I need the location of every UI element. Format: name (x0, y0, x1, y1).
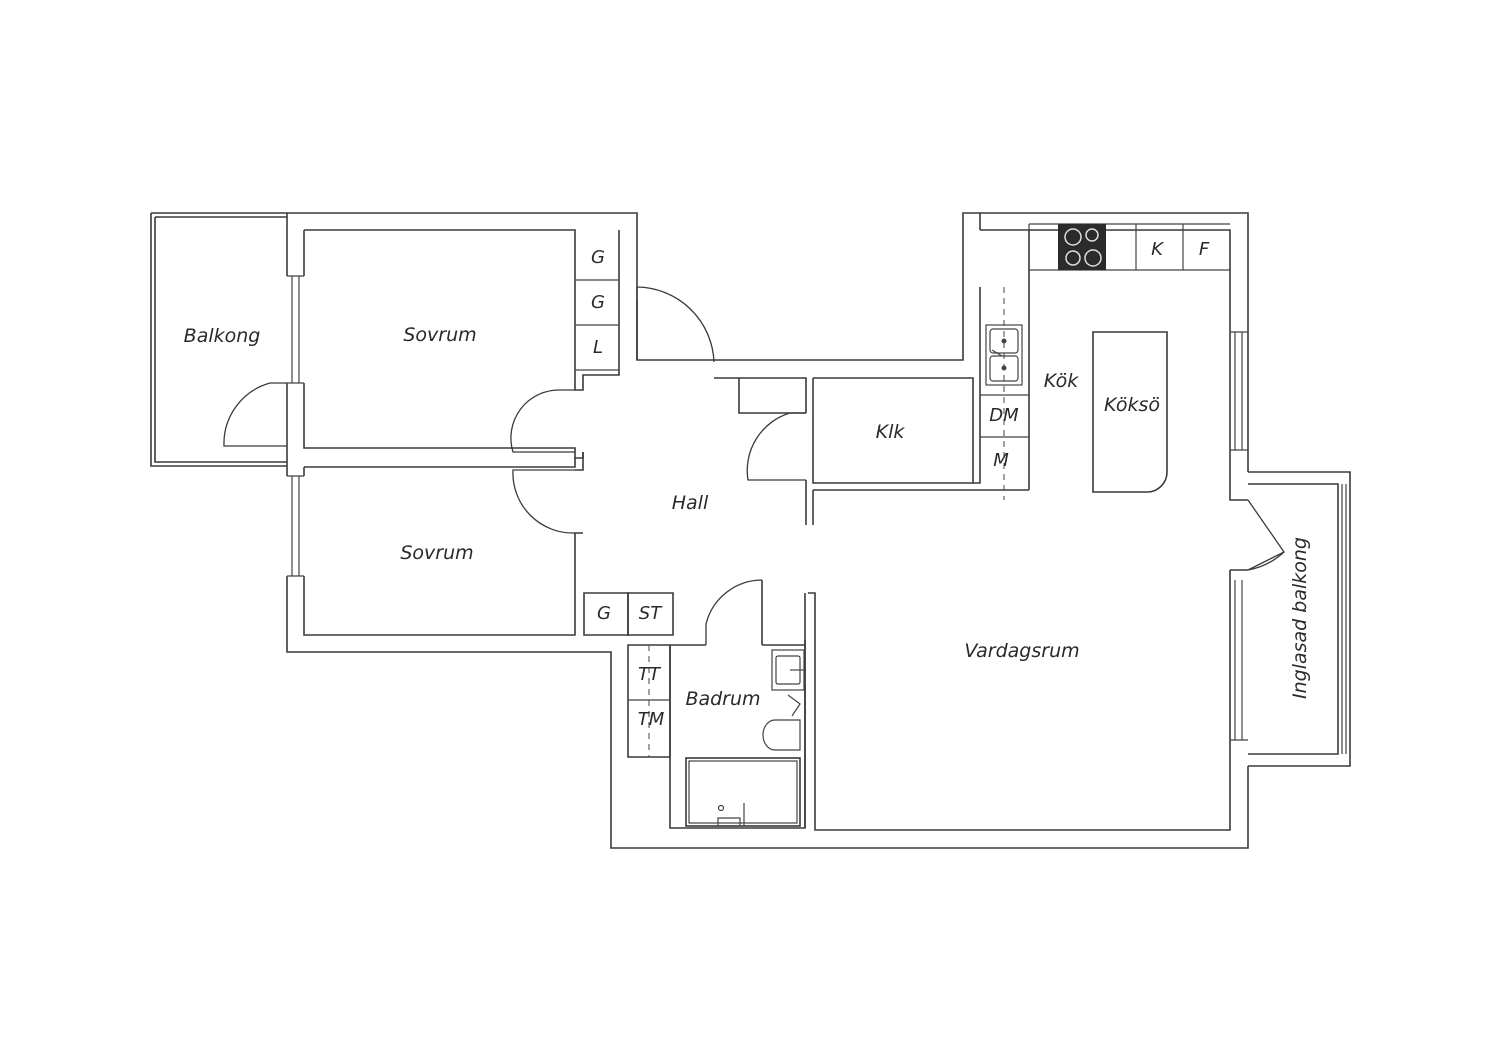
label-dishwasher: DM (989, 405, 1019, 426)
label-hall-wardrobe: G (597, 603, 611, 624)
stove-icon (1058, 224, 1106, 270)
label-dryer: TT (638, 664, 662, 685)
kitchen-fixtures (980, 223, 1230, 500)
label-klk: Klk (876, 421, 906, 443)
outer-walls (150, 212, 1351, 849)
label-koksö: Köksö (1104, 394, 1160, 416)
label-sovrum-bottom: Sovrum (400, 542, 473, 564)
label-freezer: F (1199, 239, 1210, 260)
label-linen: L (593, 337, 603, 358)
bathroom-fixtures (628, 645, 806, 827)
label-sovrum-top: Sovrum (403, 324, 476, 346)
label-wardrobe-2: G (591, 292, 605, 313)
label-balkong: Balkong (184, 325, 261, 347)
label-hall: Hall (672, 492, 709, 514)
fixture-labels: G G L G ST TT TM DM M K F (591, 239, 1210, 730)
label-washer: TM (638, 709, 665, 730)
label-kok: Kök (1044, 370, 1079, 392)
label-wardrobe-1: G (591, 247, 605, 268)
label-fridge: K (1151, 239, 1164, 260)
label-inglasad-balkong: Inglasad balkong (1289, 537, 1311, 699)
windows (287, 275, 1248, 741)
label-vardagsrum: Vardagsrum (964, 640, 1079, 662)
label-hall-storage: ST (639, 603, 663, 624)
room-labels: Balkong Sovrum Sovrum Hall Klk Kök Köksö… (184, 324, 1311, 710)
label-badrum: Badrum (685, 688, 760, 710)
label-microwave: M (993, 450, 1009, 471)
wardrobes-bedroom (575, 279, 619, 371)
doors (223, 286, 1285, 645)
